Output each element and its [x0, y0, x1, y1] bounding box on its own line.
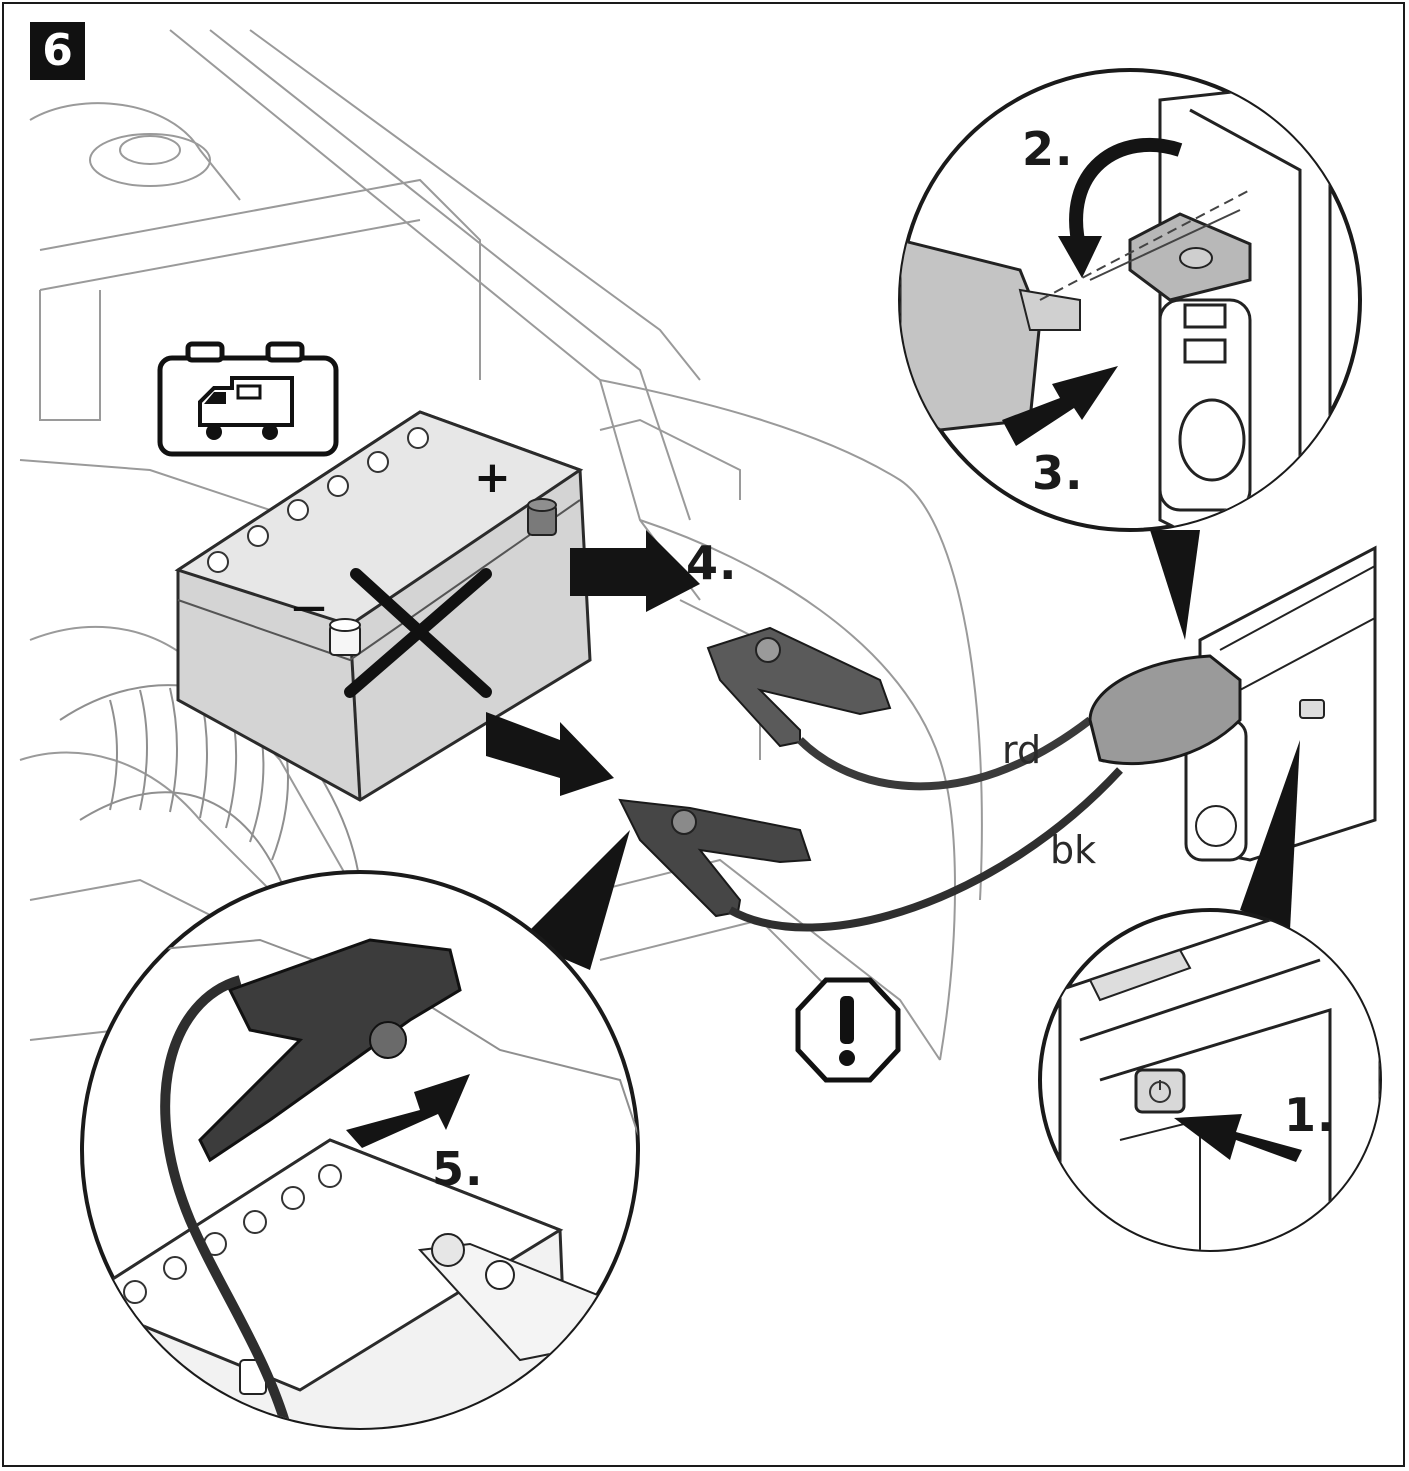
camper-battery-icon: [157, 341, 339, 457]
battery-minus-label: —: [292, 587, 326, 627]
figure-number: 6: [30, 22, 85, 80]
pointer-top-right: [1150, 530, 1200, 640]
detail-circle-connector: [898, 68, 1362, 532]
detail-circle-clamp: [80, 870, 640, 1430]
arrow-step-4b: [486, 712, 614, 796]
red-clamp: [706, 626, 1093, 791]
arrow-step-5: [346, 1074, 470, 1148]
detail-circle-power-button: [1038, 908, 1382, 1252]
wire-label-black: bk: [1050, 828, 1097, 872]
wire-label-red: rd: [1002, 728, 1042, 772]
step-4-label: 4.: [686, 536, 738, 590]
power-button-icon: [1134, 1068, 1186, 1114]
jump-starter-device: [1088, 545, 1377, 862]
pointer-bottom-left: [520, 830, 630, 970]
rotate-arrow-icon: [1069, 138, 1183, 252]
black-clamp: [618, 767, 1123, 932]
battery-plus-label: +: [474, 452, 511, 503]
arrow-step-1: [1174, 1114, 1302, 1162]
cross-mark-icon: [344, 568, 492, 698]
step-5-label: 5.: [432, 1142, 484, 1196]
pointer-bottom-right: [1240, 740, 1300, 930]
step-2-label: 2.: [1022, 122, 1074, 176]
step-1-label: 1.: [1284, 1088, 1336, 1142]
step-3-label: 3.: [1032, 446, 1084, 500]
arrow-step-3: [1002, 366, 1118, 446]
warning-octagon-icon: [795, 977, 901, 1083]
arrow-step-4: [570, 530, 700, 612]
